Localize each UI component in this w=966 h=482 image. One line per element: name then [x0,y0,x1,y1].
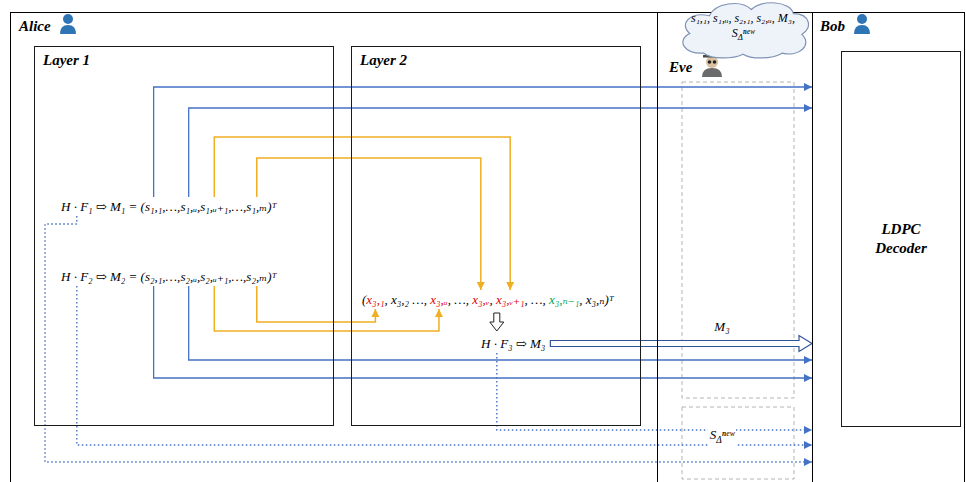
math-token: x₃,ᵤ [430,292,447,307]
connector [257,286,376,322]
party-region: LDPC Decoder Bob [812,12,965,482]
layer-title: Layer 1 [43,51,90,69]
math-token: H · F₃ [481,336,513,351]
connector [154,286,812,378]
connector [77,286,812,445]
person-icon [854,14,870,34]
math-token: s₂,ᵤ [180,269,197,284]
edge-label: M₃ [712,320,731,334]
connector [257,158,481,290]
eavesdrop-zone [682,82,794,398]
block-arrow [550,336,812,352]
connector [189,286,812,360]
connector [497,353,812,430]
connector [189,108,812,197]
math-token: s₁,₁ [145,199,162,214]
leaked-values: s₁,₁, s₁,ᵤ, s₂,₁, s₂,ᵤ, M₃, SΔⁿᵉʷ [689,11,797,45]
person-icon [60,14,76,34]
decoder-name: LDPC Decoder [861,220,941,258]
party-name: Eve [669,58,692,76]
party-region: s₁,₁, s₁,ᵤ, s₂,₁, s₂,ᵤ, M₃, SΔⁿᵉʷEve [657,12,813,482]
math-token: x₃,₁ [366,292,384,307]
party-name: Alice [19,17,51,35]
layer-box: Layer 1 H · F₁ ⇨ M₁ = (s₁,₁,…,s₁,ᵤ,s₁,ᵤ₊₁… [34,46,334,426]
layer-box: Layer 2 (x₃,₁, x₃,₂ …, x₃,ᵤ, …, x₃,ᵥ, x₃,… [351,46,641,426]
math-token: Δ [716,435,721,445]
codeword-vector: (x₃,₁, x₃,₂ …, x₃,ᵤ, …, x₃,ᵥ, x₃,ᵥ₊₁, …,… [362,291,614,309]
math-token: x₃,ᵥ [472,292,489,307]
math-token: s₂,₁ [145,269,162,284]
math-token: x₃,ₙ₋₁ [549,292,579,307]
decoder-box: LDPC Decoder [841,51,961,427]
math-token: H · F₂ [61,269,93,284]
connector [154,87,812,197]
math-token: x₃,ᵥ₊₁ [496,292,525,307]
math-token: M₃ [530,336,545,351]
party-name: Bob [820,17,845,35]
math-token: s₂,ₘ [246,269,267,284]
equation: H · F₂ ⇨ M₂ = (s₂,₁,…,s₂,ᵤ,s₂,ᵤ₊₁,…,s₂,ₘ… [61,268,277,286]
math-token: H · F₁ [61,199,93,214]
equation: H · F₁ ⇨ M₁ = (s₁,₁,…,s₁,ᵤ,s₁,ᵤ₊₁,…,s₁,ₘ… [61,198,277,216]
party-region: Layer 1 H · F₁ ⇨ M₁ = (s₁,₁,…,s₁,ᵤ,s₁,ᵤ₊₁… [10,12,658,482]
edge-label: SΔⁿᵉʷ [708,428,737,447]
math-token: s₁,ᵤ₊₁ [200,199,228,214]
cloud-shape: s₁,₁, s₁,ᵤ, s₂,₁, s₂,ᵤ, M₃, SΔⁿᵉʷ [673,0,813,59]
math-token: s₁,ᵤ [180,199,197,214]
math-token: Δ [738,32,743,42]
eavesdrop-zone [682,407,794,479]
connector [214,137,510,290]
hollow-down-arrow [490,313,504,331]
equation: H · F₃ ⇨ M₃ [481,335,545,353]
layer-title: Layer 2 [360,51,407,69]
math-token: s₁,ₘ [246,199,267,214]
math-token: s₂,ᵤ₊₁ [200,269,228,284]
